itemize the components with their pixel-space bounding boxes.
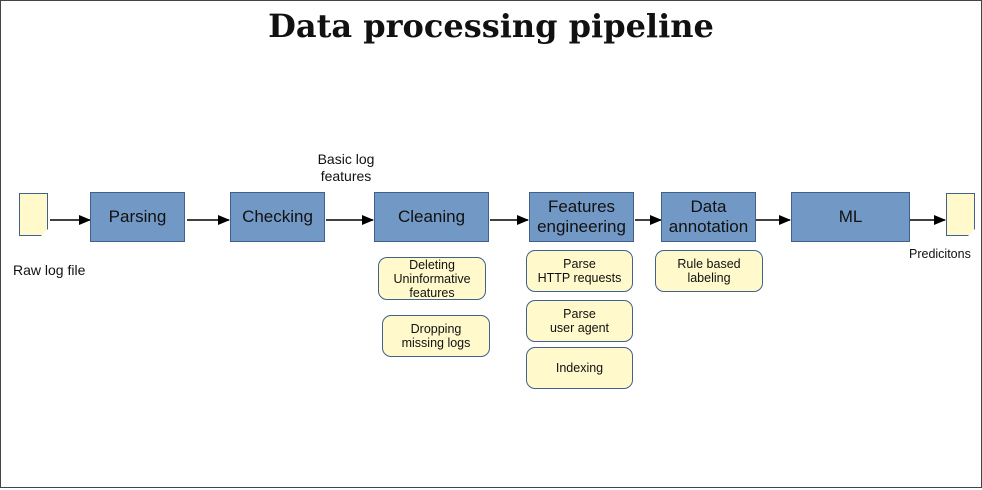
basic-log-features-label: Basic log features (317, 151, 375, 184)
substep-indexing-label: Indexing (555, 361, 604, 375)
substep-deleting-label: Deleting Uninformative features (393, 257, 471, 300)
substep-parse-ua-label: Parse user agent (549, 307, 610, 335)
diagram-title: Data processing pipeline (268, 7, 714, 45)
substep-dropping-missing-logs: Dropping missing logs (382, 315, 490, 357)
stage-ml-label: ML (838, 207, 863, 226)
stage-features-engineering-label: Features engineering (537, 197, 626, 236)
substep-rule-based-labeling: Rule based labeling (655, 250, 763, 292)
stage-parsing-label: Parsing (108, 207, 167, 226)
predictions-label: Predicitons (909, 247, 971, 261)
substep-rule-labeling-label: Rule based labeling (677, 257, 741, 285)
predictions-document-icon (946, 193, 975, 236)
stage-data-annotation-label: Data annotation (668, 197, 749, 236)
raw-log-file-document-icon (19, 193, 48, 236)
stage-checking: Checking (230, 192, 325, 242)
substep-deleting-uninformative-features: Deleting Uninformative features (378, 257, 486, 300)
stage-ml: ML (791, 192, 910, 242)
substep-parse-http-label: Parse HTTP requests (537, 257, 622, 285)
substep-dropping-label: Dropping missing logs (401, 322, 471, 350)
stage-data-annotation: Data annotation (661, 192, 756, 242)
stage-cleaning: Cleaning (374, 192, 489, 242)
stage-checking-label: Checking (242, 207, 313, 226)
stage-cleaning-label: Cleaning (397, 207, 466, 226)
stage-features-engineering: Features engineering (529, 192, 634, 242)
substep-parse-http-requests: Parse HTTP requests (526, 250, 633, 292)
substep-parse-user-agent: Parse user agent (526, 300, 633, 342)
raw-log-file-label: Raw log file (13, 262, 86, 278)
substep-indexing: Indexing (526, 347, 633, 389)
stage-parsing: Parsing (90, 192, 185, 242)
